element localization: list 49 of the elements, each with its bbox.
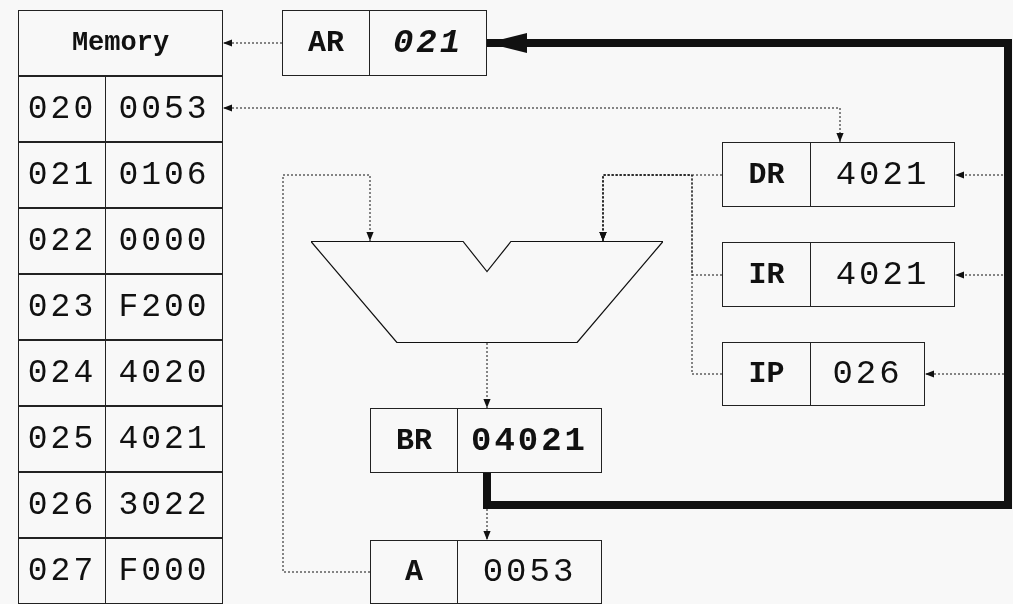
memory-value: F000	[117, 551, 211, 592]
memory-value: 4020	[117, 353, 211, 394]
memory-row	[18, 538, 223, 604]
arrow	[222, 104, 844, 143]
memory-address: 024	[19, 341, 106, 405]
register-value: 4021	[834, 154, 931, 196]
register-value: 4021	[834, 254, 931, 296]
memory-value: 0000	[117, 221, 211, 262]
memory-value: 4021	[117, 419, 211, 460]
register-value: 0053	[481, 552, 578, 593]
register-box	[722, 342, 925, 406]
memory-value: 3022	[117, 485, 211, 526]
register-box	[370, 540, 602, 604]
register-name: IR	[723, 243, 811, 306]
memory-address: 022	[19, 209, 106, 273]
memory-address: 023	[19, 275, 106, 339]
register-name: BR	[371, 409, 458, 472]
register-value: 021	[391, 23, 465, 64]
memory-row	[18, 406, 223, 472]
memory-row	[18, 274, 223, 340]
memory-row	[18, 208, 223, 274]
register-value: 026	[831, 354, 904, 395]
memory-address: 020	[19, 77, 106, 141]
memory-value: 0106	[117, 155, 211, 196]
register-name: DR	[723, 143, 811, 206]
memory-address: 027	[19, 539, 106, 603]
register-value: 04021	[470, 420, 589, 462]
memory-row	[18, 76, 223, 142]
memory-row	[18, 142, 223, 208]
register-box	[722, 142, 955, 207]
register-name: AR	[283, 11, 370, 75]
register-box	[722, 242, 955, 307]
register-box	[370, 408, 602, 473]
arrow	[282, 174, 374, 573]
arrow	[599, 174, 723, 375]
memory-address: 021	[19, 143, 106, 207]
arrow	[222, 39, 283, 47]
register-name: A	[371, 541, 458, 603]
memory-address: 026	[19, 473, 106, 537]
register-box	[282, 10, 487, 76]
register-name: IP	[723, 343, 811, 405]
memory-row	[18, 340, 223, 406]
arrow	[483, 342, 491, 409]
memory-address: 025	[19, 407, 106, 471]
memory-header: Memory	[18, 10, 223, 76]
memory-row	[18, 472, 223, 538]
bus-arrow	[483, 33, 1012, 509]
memory-value: F200	[117, 287, 211, 328]
memory-value: 0053	[117, 89, 211, 130]
